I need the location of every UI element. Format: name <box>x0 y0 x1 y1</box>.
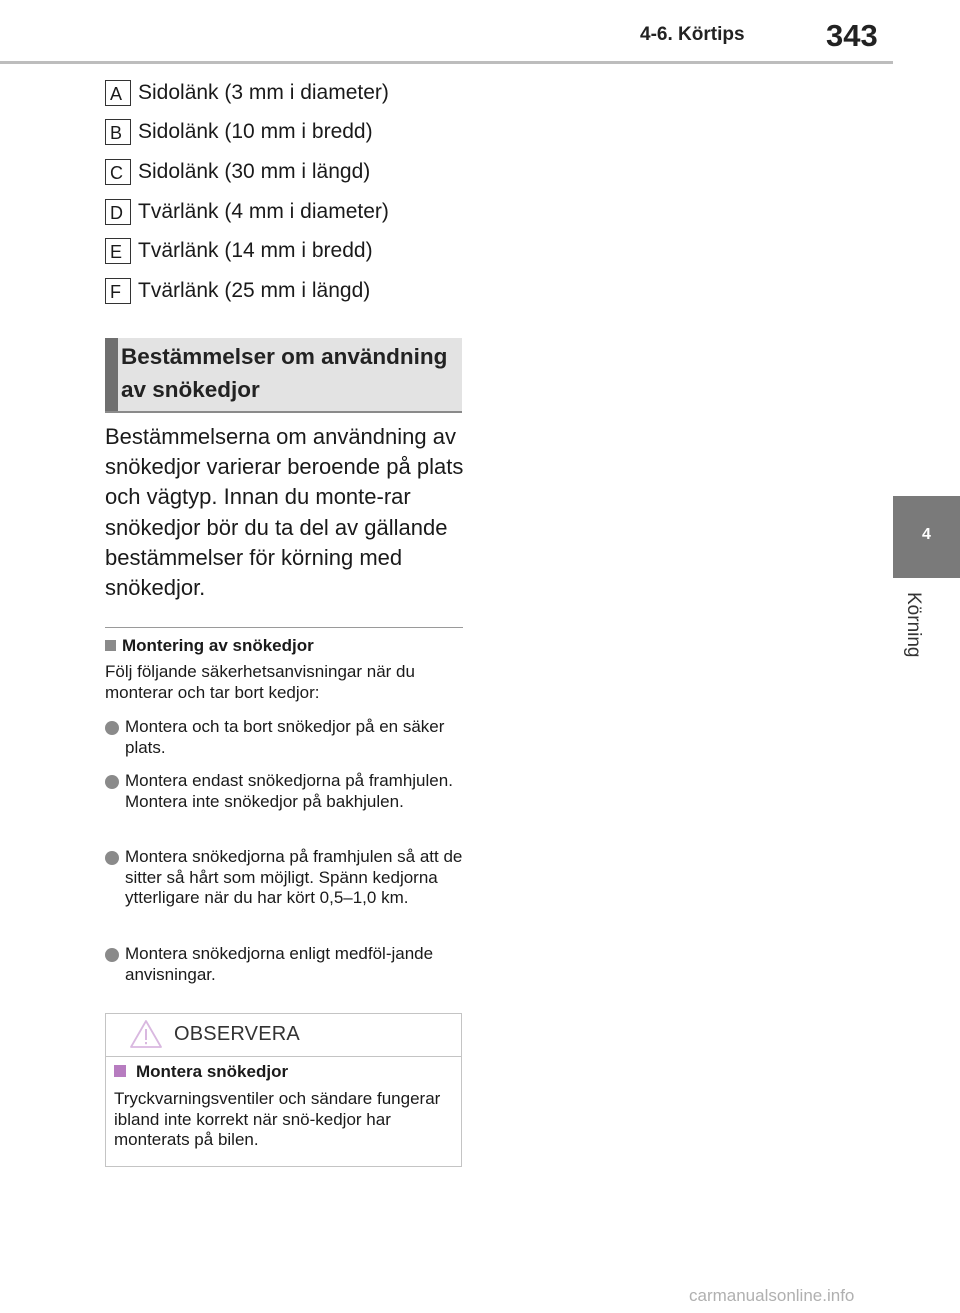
watermark: carmanualsonline.info <box>689 1286 855 1305</box>
subsection-paragraph: Följ följande säkerhetsanvisningar när d… <box>105 662 415 702</box>
bullet-dot-icon <box>105 948 119 962</box>
legend-key-box: C <box>105 159 131 185</box>
section-heading-bar <box>105 338 118 411</box>
legend-text: Sidolänk (3 mm i diameter) <box>138 81 389 104</box>
legend-key-box: D <box>105 199 131 225</box>
chapter-number: 4 <box>922 526 931 543</box>
list-item-text: Montera endast snökedjorna på framhjulen… <box>125 771 453 811</box>
page-number: 343 <box>826 18 878 53</box>
legend-key-box: A <box>105 80 131 106</box>
list-item: Montera snökedjorna enligt medföl-jande … <box>105 944 465 985</box>
section-title: 4-6. Körtips <box>640 24 745 45</box>
legend-text: Tvärlänk (14 mm i bredd) <box>138 239 373 262</box>
legend-text: Tvärlänk (25 mm i längd) <box>138 279 371 302</box>
legend-key-box: E <box>105 238 131 264</box>
legend-text: Tvärlänk (4 mm i diameter) <box>138 200 389 223</box>
section-intro: Bestämmelserna om användning av snökedjo… <box>105 424 464 601</box>
notice-text: Tryckvarningsventiler och sändare funger… <box>114 1089 441 1149</box>
warning-triangle-icon <box>130 1020 162 1048</box>
list-item-text: Montera snökedjorna enligt medföl-jande … <box>125 944 434 984</box>
chapter-label: Körning <box>894 592 924 672</box>
square-bullet-icon <box>105 640 116 651</box>
list-item-text: Montera snökedjorna på framhjulen så att… <box>125 847 463 907</box>
legend-text: Sidolänk (30 mm i längd) <box>138 160 371 183</box>
section-heading-box: Bestämmelser om användning av snökedjor <box>105 338 462 413</box>
bullet-dot-icon <box>105 721 119 735</box>
legend-key-box: F <box>105 278 131 304</box>
header-divider <box>0 61 893 64</box>
bullet-dot-icon <box>105 775 119 789</box>
notice-label: OBSERVERA <box>174 1023 300 1045</box>
legend-key-box: B <box>105 119 131 145</box>
chapter-label-text: Körning <box>903 592 924 658</box>
notice-heading-text: Montera snökedjor <box>136 1062 289 1081</box>
list-item: Montera endast snökedjorna på framhjulen… <box>105 771 465 812</box>
chapter-tab: 4 <box>893 496 960 578</box>
bullet-dot-icon <box>105 851 119 865</box>
subsection-divider <box>105 627 463 628</box>
subsection-heading-text: Montering av snökedjor <box>122 636 314 655</box>
list-item: Montera snökedjorna på framhjulen så att… <box>105 847 465 909</box>
section-heading: Bestämmelser om användning av snökedjor <box>121 344 448 402</box>
legend-text: Sidolänk (10 mm i bredd) <box>138 120 373 143</box>
list-item: Montera och ta bort snökedjor på en säke… <box>105 717 465 758</box>
subsection-heading: Montering av snökedjor <box>105 636 314 656</box>
notice-box: OBSERVERA Montera snökedjor Tryckvarning… <box>105 1013 462 1167</box>
square-bullet-icon <box>114 1065 126 1077</box>
notice-header: OBSERVERA <box>106 1014 461 1057</box>
list-item-text: Montera och ta bort snökedjor på en säke… <box>125 717 445 757</box>
notice-heading: Montera snökedjor <box>114 1062 288 1082</box>
